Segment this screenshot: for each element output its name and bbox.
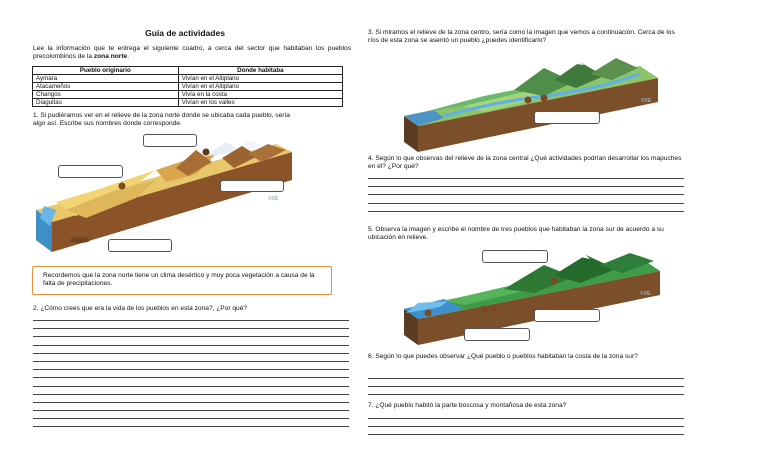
table-cell: Vivían en los valles [177,98,344,107]
table-cell: Vivían en el Altiplano [177,82,344,91]
answer-field-north-2[interactable] [58,165,123,178]
figure-icon [490,305,498,313]
table-header-row: Pueblo originario Donde habitaba [32,66,344,75]
answer-field-north-1[interactable] [143,134,197,147]
south-relief-illustration [404,253,660,345]
peoples-table: Pueblo originario Donde habitaba Aymara … [32,66,344,107]
figure-icon [118,182,126,190]
question-5: 5. Observa la imagen y escribe el nombre… [368,226,664,241]
question-2: 2. ¿Cómo crees que era la vida de los pu… [33,305,248,312]
figure-icon [424,309,432,317]
table-row: Changos Vivía en la costa [32,90,344,99]
table-cell: Vivían en el Altiplano [177,74,344,83]
table-cell: Vivía en la costa [177,90,344,99]
answer-field-south-1[interactable] [482,250,548,263]
watermark: ©VE [641,98,652,104]
figure-icon [202,148,210,156]
table-row: Atacameños Vivían en el Altiplano [32,82,344,91]
answer-lines-q7[interactable] [368,418,684,443]
answer-field-north-3[interactable] [220,180,284,192]
table-row: Diaguitas Vivían en los valles [32,98,344,107]
question-3: 3. Si miramos el relieve de la zona cent… [368,29,675,44]
question-6: 6. Según lo que puedes observar ¿Qué pue… [368,353,638,360]
answer-lines-q2[interactable] [33,320,349,435]
central-relief-illustration [404,58,658,152]
table-header: Pueblo originario [32,66,179,75]
question-1: 1. Si pudiéramos ver en el relieve de la… [33,112,290,127]
table-cell: Aymara [32,74,179,83]
climate-note: Recordemos que la zona norte tiene un cl… [32,266,332,295]
answer-field-north-4[interactable] [108,239,172,252]
figure-icon [480,305,488,313]
figure-icon [540,94,548,102]
answer-field-south-3[interactable] [464,328,530,341]
watermark: ©VE [268,196,279,202]
table-cell: Atacameños [32,82,179,91]
table-row: Aymara Vivían en el Altiplano [32,74,344,83]
table-cell: Diaguitas [32,98,179,107]
table-header: Donde habitaba [177,66,344,75]
note-text: Recordemos que la zona norte tiene un cl… [43,272,315,287]
table-cell: Changos [32,90,179,99]
answer-field-south-2[interactable] [534,309,600,322]
intro-text: Lee la información que te entrega el sig… [33,45,351,60]
answer-field-central[interactable] [534,111,600,124]
north-relief-illustration [36,140,292,252]
watermark: ©VE [640,291,651,297]
question-7: 7. ¿Qué pueblo habitó la parte boscosa y… [368,402,567,409]
figure-icon [524,96,532,104]
intro-bold: zona norte [93,53,128,60]
figure-icon [550,277,558,285]
answer-lines-q4[interactable] [368,178,684,219]
question-4: 4. Según lo que observas del relieve de … [368,155,682,170]
answer-lines-q6[interactable] [368,378,684,403]
page-title: Guía de actividades [145,28,225,38]
